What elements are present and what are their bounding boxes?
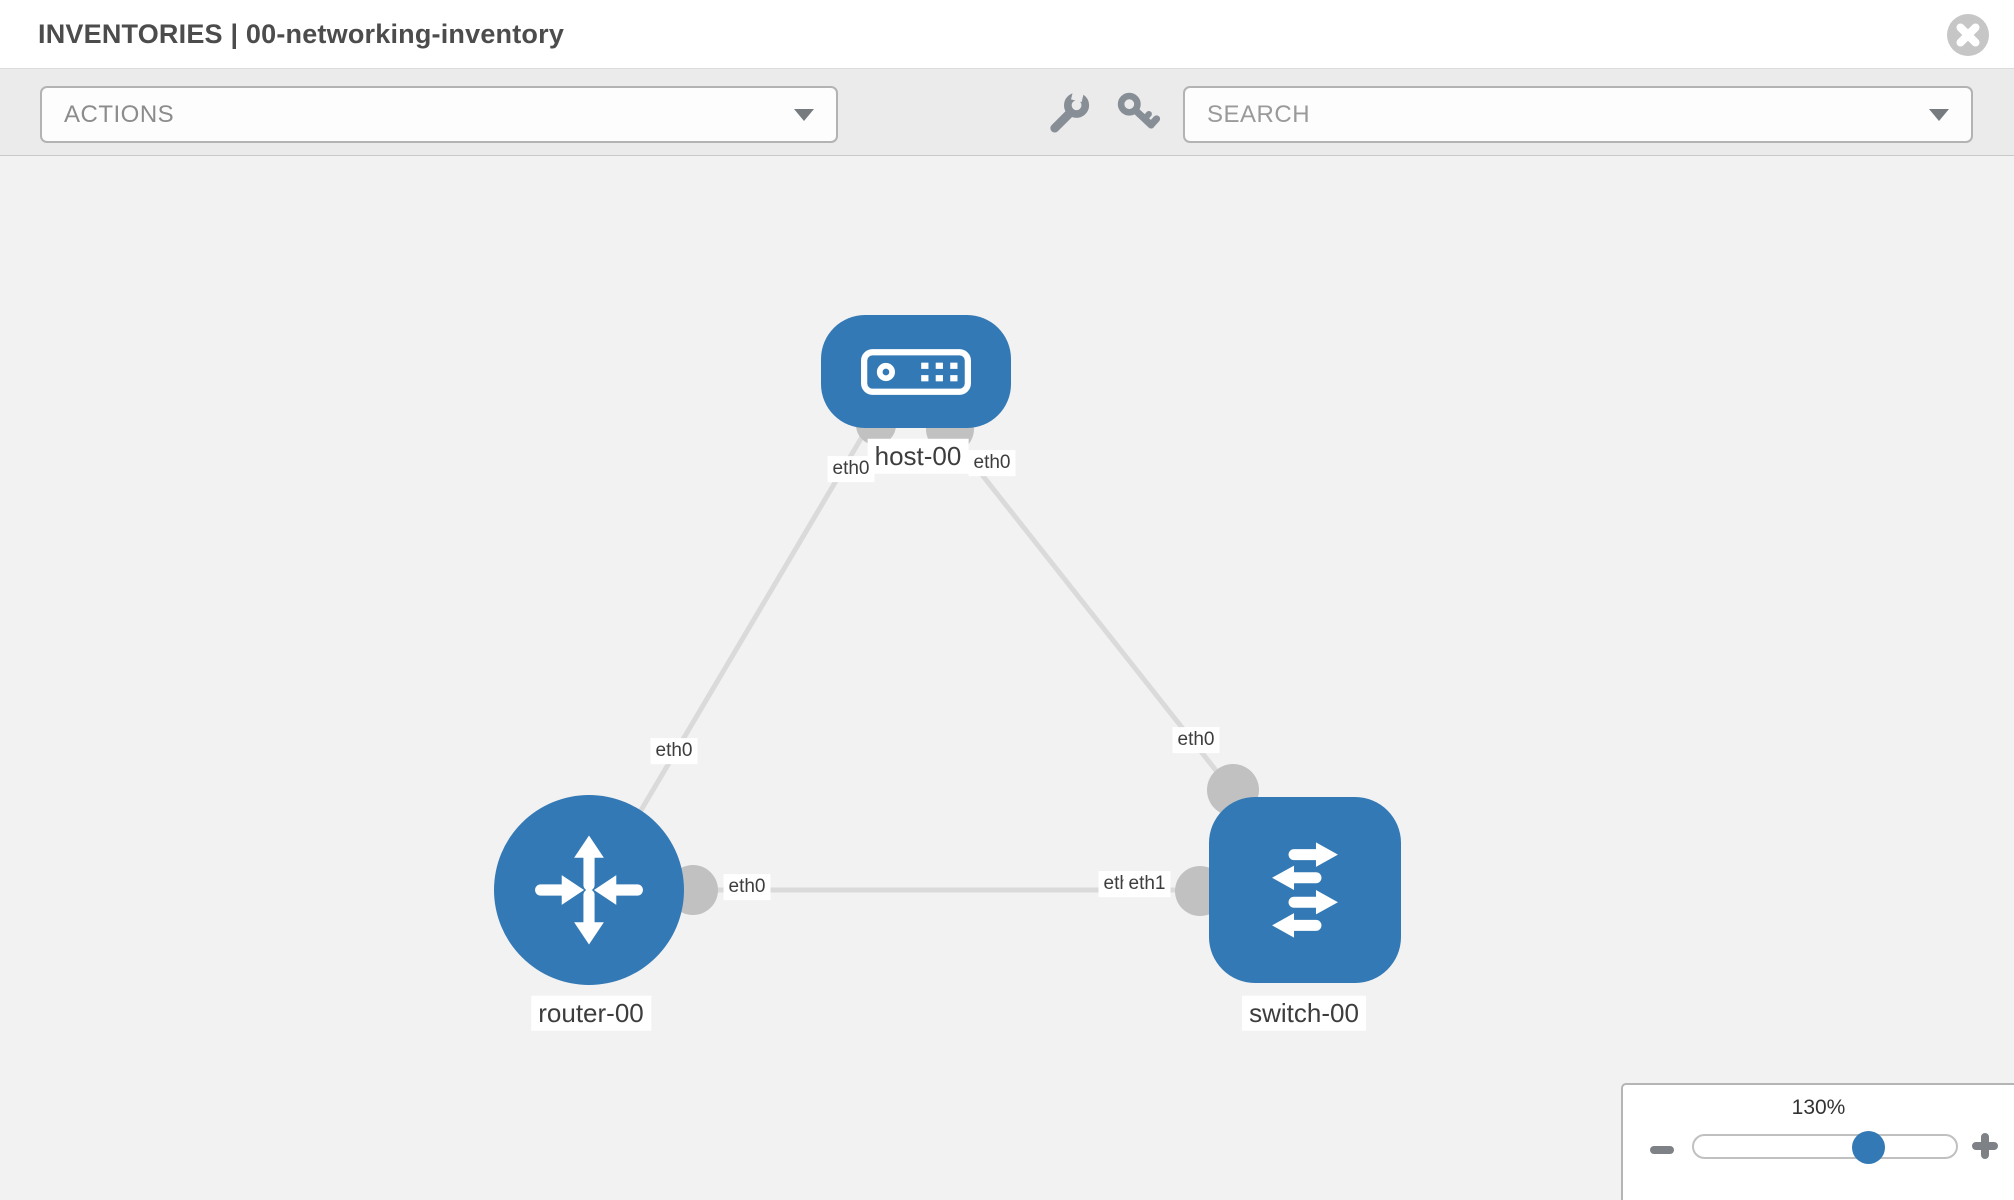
host-icon	[861, 348, 971, 395]
actions-dropdown-label: ACTIONS	[64, 100, 175, 128]
interface-label: eth0	[650, 738, 698, 764]
actions-dropdown[interactable]: ACTIONS	[40, 86, 838, 143]
chevron-down-icon	[794, 108, 814, 121]
interface-label: eth0	[968, 450, 1016, 476]
close-button[interactable]	[1946, 13, 1990, 57]
node-host-00[interactable]	[821, 315, 1011, 428]
router-icon	[535, 835, 643, 945]
search-dropdown[interactable]	[1183, 86, 1973, 143]
topology-edges-layer	[637, 405, 1259, 916]
zoom-slider[interactable]	[1692, 1131, 1958, 1164]
plus-icon	[1972, 1132, 1998, 1159]
node-switch-00[interactable]	[1209, 797, 1401, 983]
zoom-level-label: 130%	[1791, 1096, 1846, 1119]
node-label-host: host-00	[867, 438, 969, 474]
header: INVENTORIES | 00-networking-inventory	[0, 0, 2014, 69]
interface-label: eth1	[1123, 871, 1171, 897]
topology-canvas[interactable]: host-00 router-00 switch-00 eth0 eth0 et…	[0, 156, 2014, 1200]
key-button[interactable]	[1112, 89, 1164, 141]
zoom-out-button[interactable]	[1648, 1131, 1676, 1159]
wrench-button[interactable]	[1044, 88, 1096, 141]
minus-icon	[1650, 1146, 1674, 1154]
zoom-in-button[interactable]	[1971, 1131, 1999, 1159]
toolbar: ACTIONS	[0, 69, 2014, 156]
node-label-router: router-00	[531, 995, 651, 1031]
page-title: INVENTORIES | 00-networking-inventory	[38, 18, 565, 49]
key-icon	[1117, 92, 1161, 128]
close-icon	[1947, 14, 1989, 56]
interface-label: eth0	[1172, 727, 1220, 753]
wrench-icon	[1050, 88, 1090, 133]
search-input[interactable]	[1207, 100, 1929, 129]
interface-label: eth0	[827, 456, 875, 482]
zoom-slider-thumb[interactable]	[1852, 1131, 1885, 1164]
switch-icon	[1272, 842, 1338, 938]
chevron-down-icon	[1929, 108, 1949, 121]
interface-label: eth0	[723, 874, 771, 900]
node-router-00[interactable]	[494, 795, 684, 985]
node-label-switch: switch-00	[1242, 995, 1366, 1031]
zoom-panel: 130%	[1621, 1083, 2014, 1200]
